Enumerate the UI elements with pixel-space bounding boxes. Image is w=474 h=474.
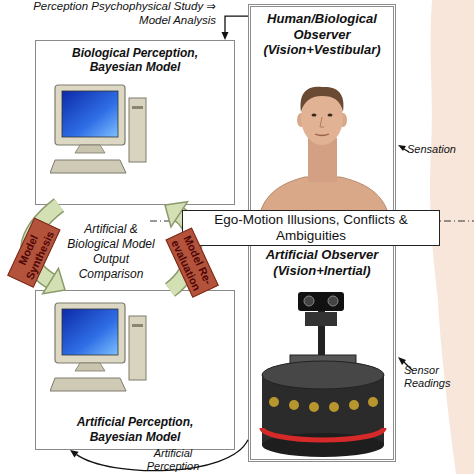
central-band: Ego-Motion Illusions, Conflicts & Ambigu… <box>182 210 440 246</box>
arrow-head <box>398 145 406 151</box>
arrow-head <box>222 32 229 40</box>
robot-lens <box>328 296 338 306</box>
observer-box: Human/Biological Observer (Vision+Vestib… <box>248 4 396 224</box>
arrow-line <box>225 16 248 32</box>
box-title: Artificial Perception, Bayesian Model <box>54 415 216 444</box>
box-title: Human/Biological Observer (Vision+Vestib… <box>255 11 389 58</box>
human-eye <box>328 113 333 116</box>
center-note: Artificial & Biological Model Output Com… <box>66 222 156 282</box>
arrow-banner: Model Synthesis <box>7 217 61 287</box>
computer-icon <box>50 303 146 391</box>
computer-icon <box>50 85 146 173</box>
sonar-sensor <box>349 400 359 410</box>
human-nose <box>320 117 324 127</box>
side-label: Sensor Readings <box>404 364 460 389</box>
sonar-sensor <box>309 402 319 412</box>
sonar-sensor <box>368 397 378 407</box>
human-eye <box>312 113 317 116</box>
band-text: Ego-Motion Illusions, Conflicts & Ambigu… <box>183 212 439 244</box>
robot-camera <box>298 292 344 311</box>
robot-top <box>262 361 384 389</box>
arrow-head <box>70 450 79 457</box>
robot-pan-tilt <box>305 312 337 326</box>
sonar-sensor <box>269 397 279 407</box>
sonar-sensor <box>289 400 299 410</box>
human-figure <box>258 87 390 222</box>
edge-label: Perception Psychophysical Study ⇒ Model … <box>26 0 216 28</box>
side-label: Sensation <box>407 143 469 156</box>
model-box: Biological Perception, Bayesian Model <box>35 40 235 205</box>
model-box: Artificial Perception, Bayesian Model <box>35 290 235 450</box>
arrow-head <box>398 357 406 365</box>
box-title: Artificial Observer (Vision+Inertial) <box>255 247 389 278</box>
observer-box: Artificial Observer (Vision+Inertial) <box>248 240 396 462</box>
robot-lens <box>304 296 314 306</box>
box-title: Biological Perception, Bayesian Model <box>54 46 216 75</box>
sonar-sensor <box>329 402 339 412</box>
human-mouth <box>315 134 329 136</box>
robot-red-ring <box>262 428 384 440</box>
human-hair <box>301 87 344 112</box>
robot-figure <box>262 292 384 457</box>
flow-arrow <box>222 16 249 40</box>
edge-label: Artificial Perception <box>140 447 206 472</box>
